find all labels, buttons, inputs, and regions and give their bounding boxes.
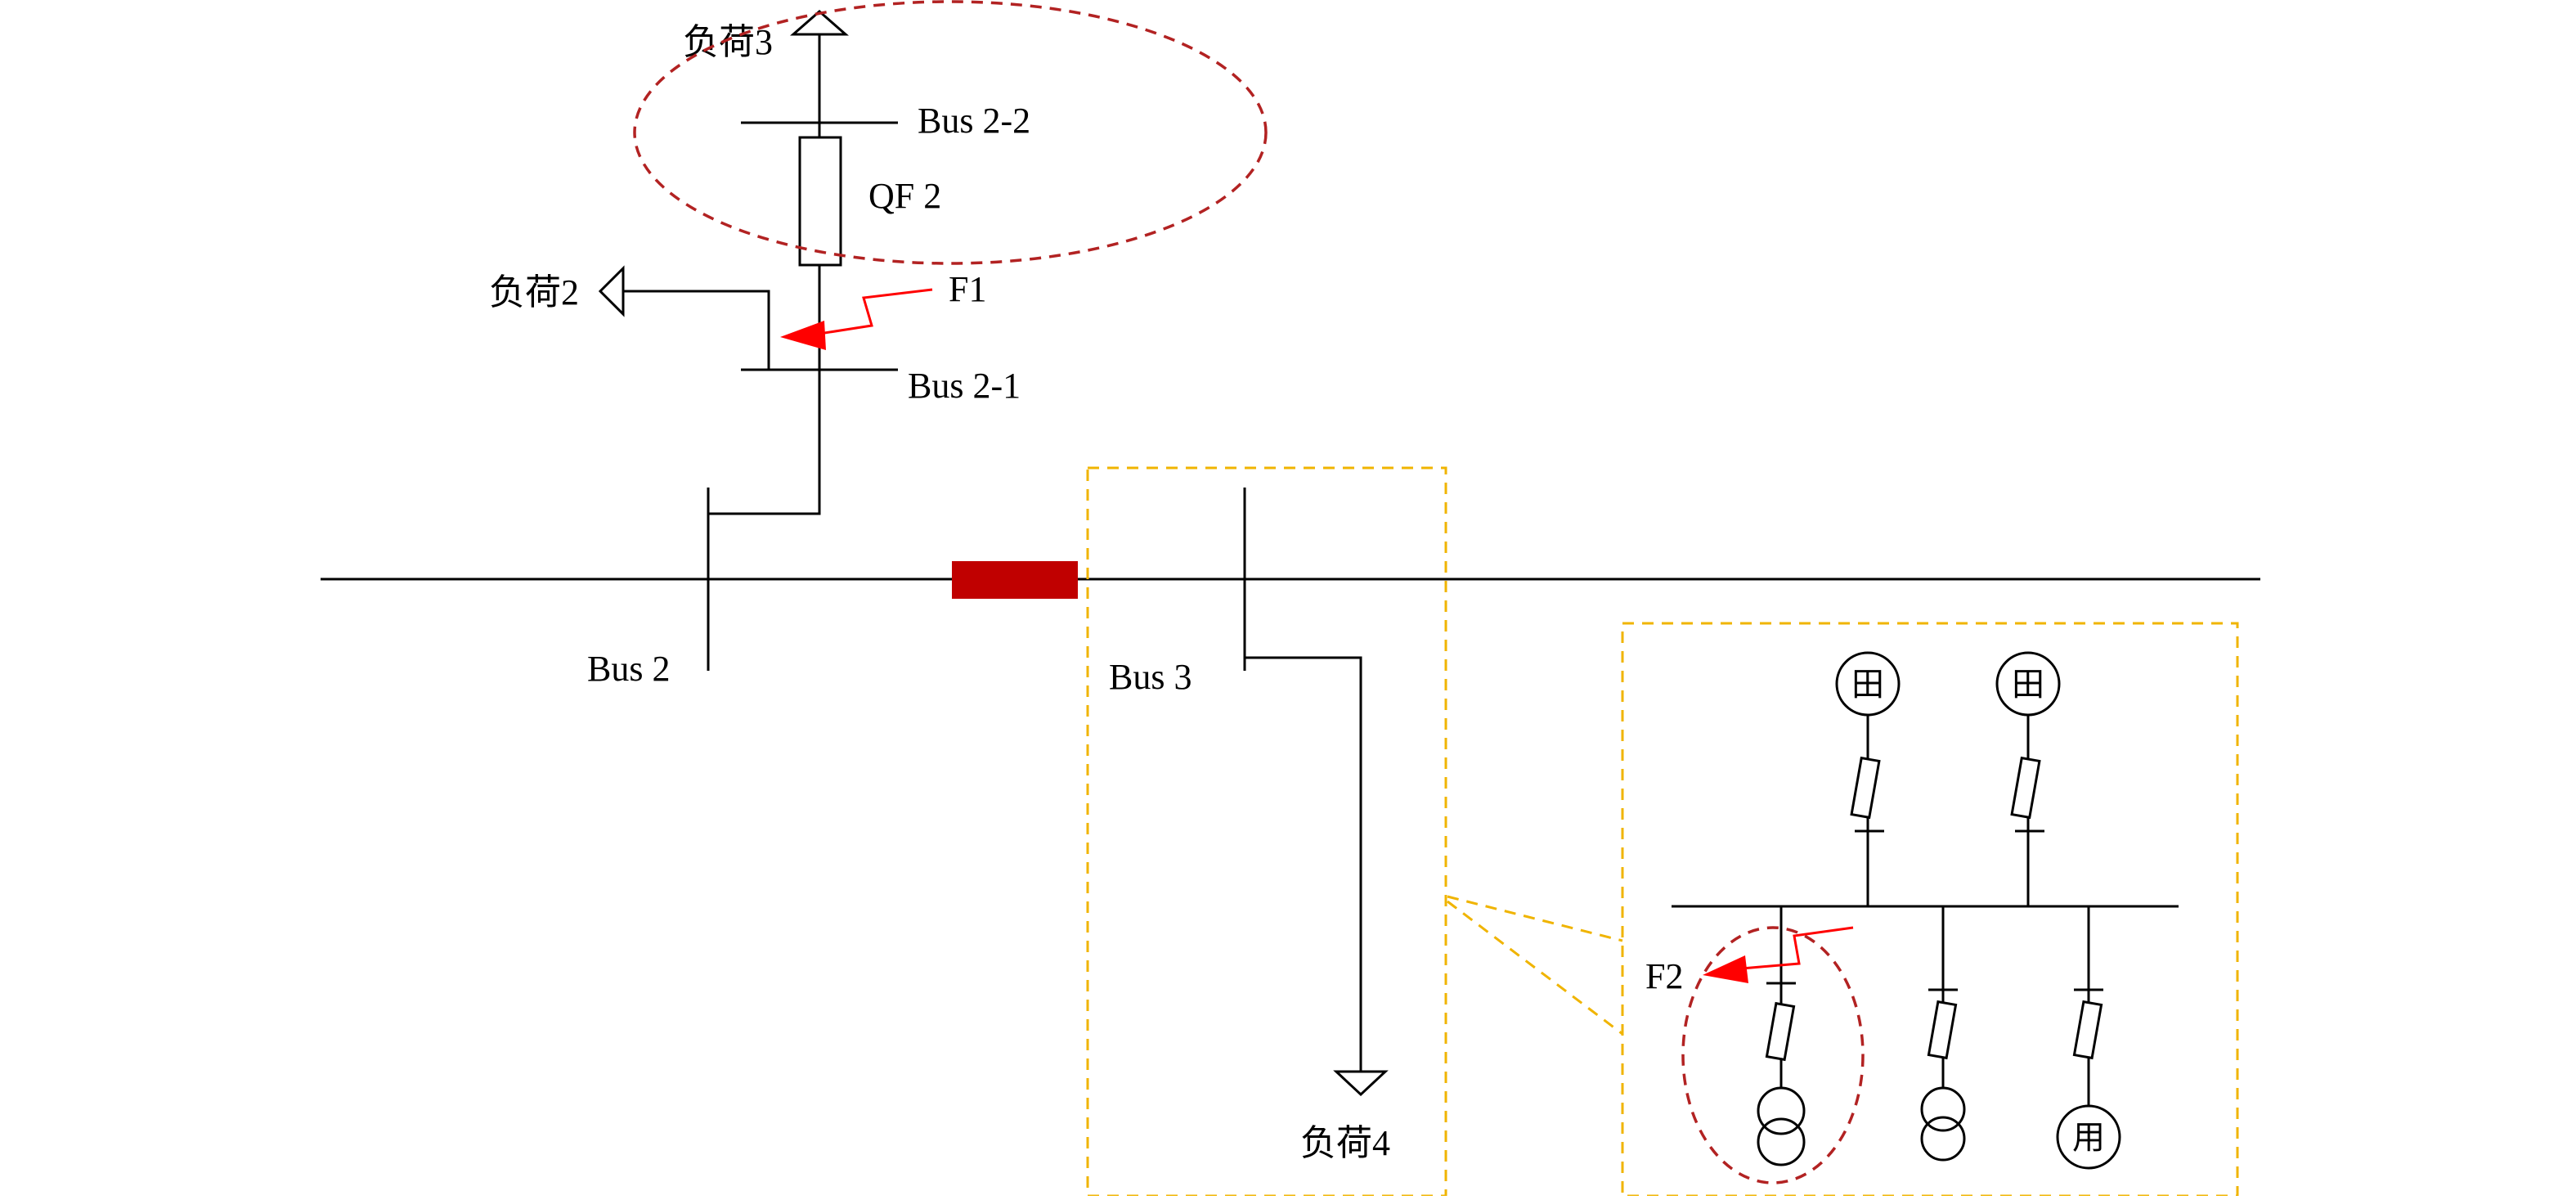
generator-icon: 田 — [1835, 651, 1901, 717]
motor-symbol: 用 — [2072, 1119, 2105, 1156]
bus21-to-bus2-feeder — [708, 370, 821, 515]
load2-label: 负荷2 — [489, 272, 579, 312]
fuse-icon — [1927, 1000, 1958, 1060]
feeder-to-load4 — [1245, 656, 1362, 1072]
load4-arrow-icon — [1333, 1070, 1389, 1097]
bus3-label: Bus 3 — [1109, 657, 1192, 697]
fuse-icon — [1850, 756, 1881, 820]
fuse-icon — [2072, 1000, 2103, 1060]
f1-label: F1 — [949, 269, 986, 309]
bus3-zoom-box — [1086, 466, 1447, 1198]
bus21-label: Bus 2-1 — [908, 366, 1021, 406]
transformer-icon — [1920, 1086, 1966, 1162]
zoom-connector-upper — [1447, 895, 1623, 942]
detail-zoom-box — [1621, 622, 2239, 1198]
qf2-circuit-breaker-icon — [798, 136, 842, 267]
bus2-label: Bus 2 — [587, 649, 670, 689]
f2-highlight-circle — [1681, 926, 1865, 1184]
f2-label: F2 — [1645, 956, 1683, 996]
generator-symbol-1: 田 — [1851, 666, 1884, 703]
bus22-label: Bus 2-2 — [918, 101, 1030, 141]
line-breaker-block — [952, 561, 1078, 599]
bus22-highlight-circle — [633, 0, 1268, 265]
feeder-to-load2 — [623, 290, 770, 370]
zoom-connector-lower — [1447, 900, 1623, 1036]
fuse-icon — [2010, 756, 2041, 820]
load3-arrow-icon — [790, 10, 849, 36]
load3-label: 负荷3 — [683, 22, 773, 62]
f2-fault-arrow-icon — [1703, 926, 1854, 983]
load4-label: 负荷4 — [1300, 1123, 1390, 1163]
qf2-label: QF 2 — [868, 176, 941, 216]
generator-symbol-2: 田 — [2012, 666, 2044, 703]
transformer-icon — [1757, 1086, 1806, 1166]
load2-arrow-icon — [598, 265, 625, 317]
fuse-icon — [1765, 1001, 1796, 1062]
generator-icon: 田 — [1995, 651, 2061, 717]
f1-fault-arrow-icon — [780, 288, 933, 350]
motor-icon: 用 — [2056, 1104, 2121, 1170]
